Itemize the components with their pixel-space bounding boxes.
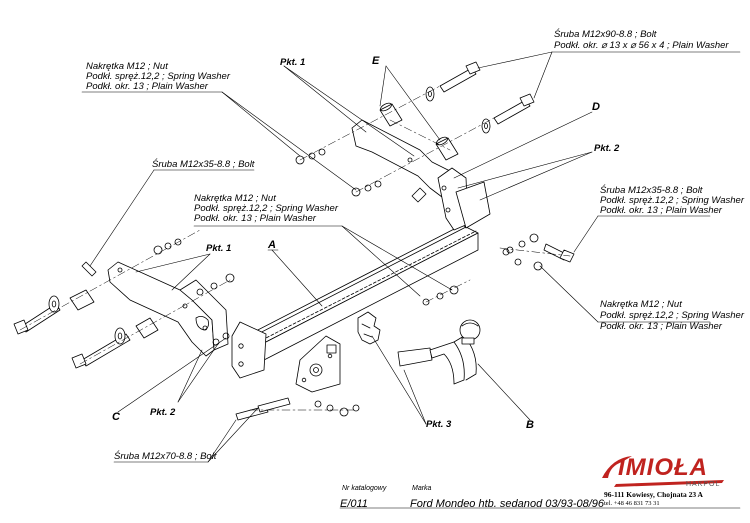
callout-spring-washer-right-lower: Podkł. spręż.12,2 ; Spring Washer	[600, 310, 744, 321]
catalog-number: E/011	[340, 498, 368, 510]
logo-subtitle: HAKPOL	[686, 481, 721, 488]
point-2-bottom: Pkt. 2	[150, 407, 176, 418]
leader-lines	[81, 51, 741, 463]
logo-swoosh-icon	[602, 456, 724, 487]
mounting-plate-pkt3	[357, 311, 381, 345]
crossbar-left-plate	[231, 321, 267, 379]
point-1-top: Pkt. 1	[280, 57, 306, 68]
callout-plain-washer-right: Podkł. okr. 13 ; Plain Washer	[600, 205, 722, 216]
vehicle-model: Ford Mondeo htb. sedan	[410, 498, 530, 510]
callout-plain-washer-center: Podkł. okr. 13 ; Plain Washer	[194, 213, 316, 224]
right-bracket-d	[351, 119, 491, 231]
part-letter-c: C	[112, 411, 120, 423]
coupling-plate	[295, 335, 341, 393]
callout-bolt-m12x90: Śruba M12x90-8.8 ; Bolt	[554, 29, 657, 40]
imiola-logo: IMIOŁA HAKPOL	[598, 452, 738, 492]
assembly-axes	[19, 85, 571, 411]
spacer-sleeves-e	[69, 102, 459, 339]
callout-nut-center: Nakrętka M12 ; Nut	[194, 193, 276, 204]
callout-plain-washer-top: Podkł. okr. 13 ; Plain Washer	[86, 81, 208, 92]
point-2-right: Pkt. 2	[594, 143, 620, 154]
part-letter-a: A	[268, 239, 276, 251]
callout-bolt-m12x35-left: Śruba M12x35-8.8 ; Bolt	[152, 159, 255, 170]
callout-nut-right: Nakrętka M12 ; Nut	[600, 299, 682, 310]
company-address: 96-111 Kowiesy, Chojnata 23 A	[604, 490, 703, 499]
production-years: od 03/93-08/96	[530, 498, 605, 510]
callout-nut-top: Nakrętka M12 ; Nut	[86, 61, 168, 72]
company-phone: tel. +48 46 831 73 31	[604, 500, 660, 507]
part-letter-d: D	[592, 101, 600, 113]
catalog-number-caption: Nr katalogowy	[342, 485, 387, 492]
point-1-left: Pkt. 1	[206, 243, 232, 254]
part-letter-e: E	[372, 55, 380, 67]
callout-plain-washer-right-lower: Podkł. okr. 13 ; Plain Washer	[600, 321, 722, 332]
bolts	[13, 61, 575, 421]
callout-plain-washer-56: Podkł. okr. ⌀ 13 x ⌀ 56 x 4 ; Plain Wash…	[554, 40, 729, 51]
callout-bolt-m12x35-right: Śruba M12x35-8.8 ; Bolt	[600, 185, 703, 196]
logo-word: IMIOŁA	[618, 454, 708, 481]
point-3: Pkt. 3	[426, 419, 452, 430]
left-bracket-c	[107, 261, 229, 357]
callout-bolt-m12x70: Śruba M12x70-8.8 ; Bolt	[114, 451, 217, 462]
crossbar-a	[247, 224, 479, 361]
callout-spring-washer-right: Podkł. spręż.12,2 ; Spring Washer	[600, 195, 744, 206]
brand-caption: Marka	[412, 485, 432, 492]
callout-spring-washer-top: Podkł. spręż.12,2 ; Spring Washer	[86, 71, 230, 82]
part-letter-b: B	[526, 419, 534, 431]
callout-spring-washer-center: Podkł. spręż.12,2 ; Spring Washer	[194, 203, 338, 214]
tow-ball-neck-b	[397, 319, 481, 385]
